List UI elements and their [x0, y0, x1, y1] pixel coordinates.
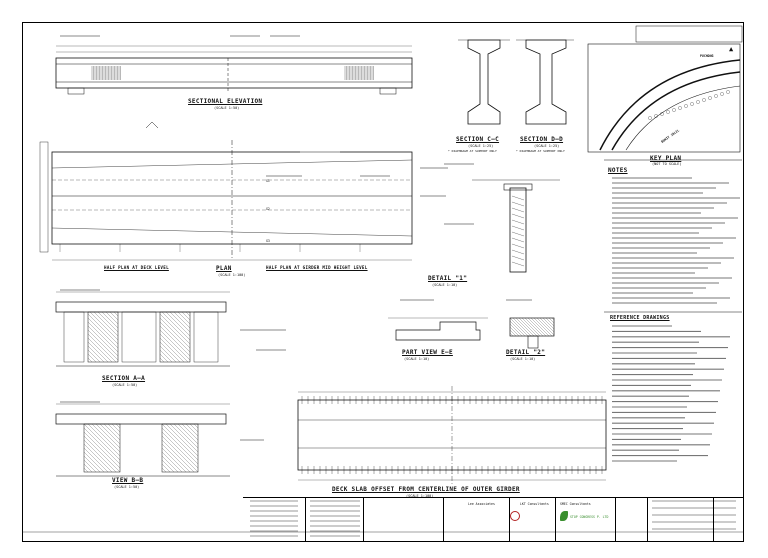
plan-scale: (SCALE 1:100) — [218, 273, 246, 277]
part-view-ee-scale: (SCALE 1:10) — [404, 357, 430, 361]
title-block — [243, 497, 743, 542]
section-dd-title: SECTION D–D — [520, 136, 564, 143]
title-block-consultant: SMEC Consultants — [560, 502, 591, 506]
section-cc-note: * DIAPHRAGM AT SUPPORT ONLY — [448, 149, 497, 153]
section-cc-scale: (SCALE 1:25) — [468, 144, 494, 148]
plan-title: PLAN — [216, 265, 232, 272]
section-dd-note: * DIAPHRAGM AT SUPPORT ONLY — [516, 149, 565, 153]
logo-leaf-icon — [560, 511, 568, 521]
title-block-company-c: STOP CONGRESS P. LTD — [570, 515, 609, 519]
section-aa-scale: (SCALE 1:50) — [112, 383, 138, 387]
view-bb-title: VIEW B–B — [112, 477, 144, 484]
section-dd-scale: (SCALE 1:25) — [534, 144, 560, 148]
section-aa-title: SECTION A–A — [102, 375, 146, 382]
north-arrow-icon: ▲ — [729, 45, 734, 53]
girder-label-g1: G1 — [266, 179, 270, 183]
logo-ring-icon — [510, 511, 520, 521]
notes-title: NOTES — [608, 167, 628, 174]
part-view-ee-title: PART VIEW E–E — [402, 349, 453, 356]
girder-label-g2: G2 — [266, 207, 270, 211]
reference-title: REFERENCE DRAWINGS — [610, 315, 670, 321]
drawing-border — [22, 22, 744, 542]
plan-right-caption: HALF PLAN AT GIRDER MID HEIGHT LEVEL — [266, 265, 368, 270]
key-plan-scale: (NOT TO SCALE) — [652, 162, 682, 166]
sectional-elevation-title: SECTIONAL ELEVATION — [188, 98, 263, 105]
key-plan-title: KEY PLAN — [650, 155, 682, 162]
detail-2-scale: (SCALE 1:10) — [510, 357, 536, 361]
title-block-company-a: Lee Associates — [468, 502, 495, 506]
plan-left-caption: HALF PLAN AT DECK LEVEL — [104, 265, 169, 270]
girder-label-g3: G3 — [266, 239, 270, 243]
key-plan-label-a: PUCHONG — [700, 54, 714, 58]
deck-slab-title: DECK SLAB OFFSET FROM CENTERLINE OF OUTE… — [332, 486, 520, 493]
title-block-company-b: LKT Consultants — [520, 502, 549, 506]
detail-1-scale: (SCALE 1:10) — [432, 283, 458, 287]
deck-slab-scale: (SCALE 1:100) — [406, 494, 434, 498]
section-cc-title: SECTION C–C — [456, 136, 500, 143]
detail-2-title: DETAIL "2" — [506, 349, 546, 356]
detail-1-title: DETAIL "1" — [428, 275, 468, 282]
view-bb-scale: (SCALE 1:50) — [114, 485, 140, 489]
sectional-elevation-scale: (SCALE 1:50) — [214, 106, 240, 110]
